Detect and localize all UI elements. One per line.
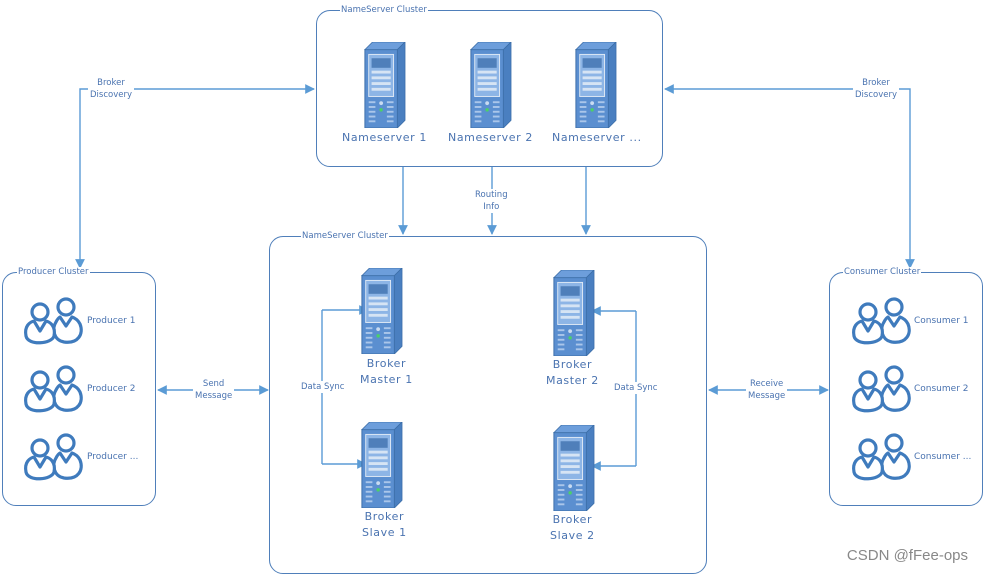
broker-slave-1-label: Broker Slave 1 xyxy=(362,509,407,541)
nameserver-cluster-box xyxy=(316,10,663,167)
broker-label-line1: Broker xyxy=(366,357,407,370)
nameserver-node-label: Nameserver 2 xyxy=(448,131,533,144)
nameserver-node-label: Nameserver 1 xyxy=(342,131,427,144)
data-sync-label-right: Data Sync xyxy=(612,382,660,394)
broker-discovery-right-edge xyxy=(664,84,915,269)
broker-cluster-title: NameServer Cluster xyxy=(301,231,389,241)
producer-label: Producer ... xyxy=(87,452,139,462)
broker-label-line2: Slave 2 xyxy=(550,529,595,542)
consumer-cluster-title: Consumer Cluster xyxy=(843,267,922,277)
broker-discovery-right-label: Broker Discovery xyxy=(853,77,899,101)
edge-label-line2: Discovery xyxy=(90,90,132,100)
edge-label-line1: Routing xyxy=(475,190,508,200)
broker-master-2-label: Broker Master 2 xyxy=(546,357,599,389)
broker-label-line2: Slave 1 xyxy=(362,526,407,539)
producer-label: Producer 2 xyxy=(87,384,136,394)
broker-label-line2: Master 1 xyxy=(360,373,413,386)
edge-label-line2: Message xyxy=(748,391,786,401)
receive-message-label: Receive Message xyxy=(746,378,788,402)
edge-label-line2: Discovery xyxy=(855,90,897,100)
edge-label-line1: Broker xyxy=(862,78,890,88)
consumer-label: Consumer 1 xyxy=(914,316,969,326)
data-sync-label-left: Data Sync xyxy=(299,381,347,393)
broker-label-line1: Broker xyxy=(364,510,405,523)
edge-label-line1: Broker xyxy=(97,78,125,88)
consumer-label: Consumer 2 xyxy=(914,384,969,394)
nameserver-cluster-title: NameServer Cluster xyxy=(340,5,428,15)
send-message-label: Send Message xyxy=(193,378,235,402)
broker-slave-2-label: Broker Slave 2 xyxy=(550,512,595,544)
consumer-label: Consumer ... xyxy=(914,452,972,462)
broker-discovery-left-edge xyxy=(75,84,315,269)
broker-label-line1: Broker xyxy=(552,513,593,526)
broker-discovery-left-label: Broker Discovery xyxy=(88,77,134,101)
broker-label-line2: Master 2 xyxy=(546,374,599,387)
edge-label-line1: Send xyxy=(202,379,225,389)
producer-label: Producer 1 xyxy=(87,316,136,326)
routing-info-label: Routing Info xyxy=(473,189,510,213)
broker-master-1-label: Broker Master 1 xyxy=(360,356,413,388)
broker-label-line1: Broker xyxy=(552,358,593,371)
edge-label-line1: Receive xyxy=(749,379,784,389)
edge-label-line2: Info xyxy=(483,202,500,212)
broker-cluster-box xyxy=(269,236,707,574)
watermark: CSDN @fFee-ops xyxy=(846,547,968,564)
edge-label-line2: Message xyxy=(195,391,233,401)
nameserver-node-label: Nameserver ... xyxy=(552,131,642,144)
producer-cluster-title: Producer Cluster xyxy=(17,267,90,277)
